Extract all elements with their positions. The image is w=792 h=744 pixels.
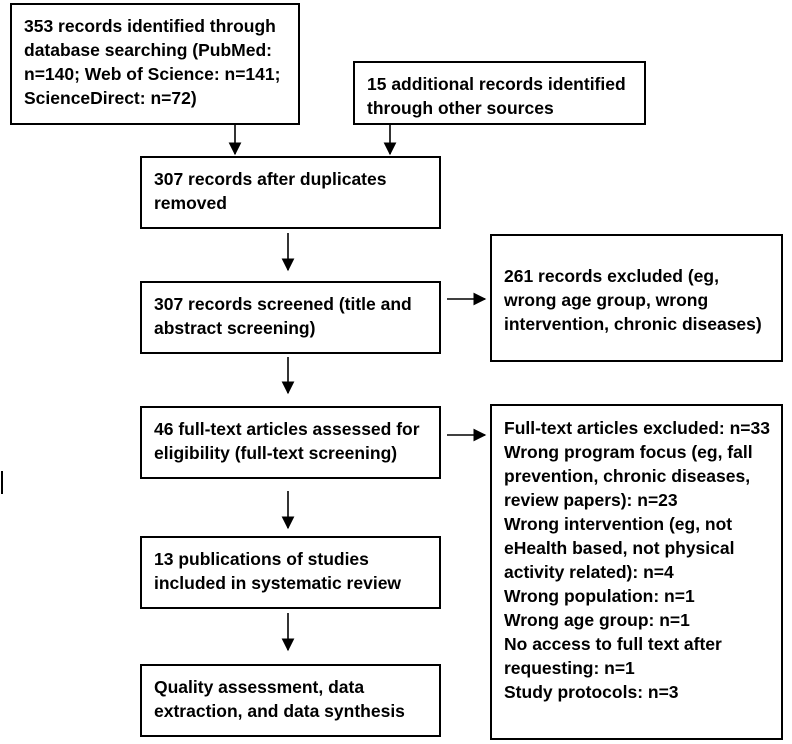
box-full-text-assessed: 46 full-text articles assessed for eligi…: [140, 406, 441, 479]
box-publications-included: 13 publications of studies included in s…: [140, 536, 441, 609]
box-text-line: prevention, chronic diseases,: [504, 466, 751, 486]
box-text-line: intervention, chronic diseases): [504, 314, 762, 334]
box-records-other-sources: 15 additional records identified through…: [353, 61, 646, 125]
box-text-line: wrong age group, wrong: [504, 290, 709, 310]
box-records-identified-database: 353 records identified through database …: [10, 3, 300, 125]
box-text-line: database searching (PubMed:: [24, 40, 272, 60]
box-text-line: 46 full-text articles assessed for: [154, 419, 420, 439]
box-text-line: 13 publications of studies: [154, 549, 369, 569]
box-records-screened: 307 records screened (title and abstract…: [140, 281, 441, 354]
box-text-line: extraction, and data synthesis: [154, 701, 405, 721]
box-text-line: Full-text articles excluded: n=33: [504, 418, 770, 438]
box-text-line: requesting: n=1: [504, 658, 635, 678]
box-after-duplicates: 307 records after duplicates removed: [140, 156, 441, 229]
box-text-line: 353 records identified through: [24, 16, 276, 36]
box-text-line: through other sources: [367, 98, 554, 118]
box-text-line: 307 records after duplicates: [154, 169, 387, 189]
box-text-line: removed: [154, 193, 227, 213]
box-text-line: Wrong program focus (eg, fall: [504, 442, 753, 462]
box-text-line: Wrong age group: n=1: [504, 610, 690, 630]
box-text-line: activity related): n=4: [504, 562, 674, 582]
box-quality-assessment: Quality assessment, data extraction, and…: [140, 664, 441, 737]
box-text-line: 307 records screened (title and: [154, 294, 412, 314]
box-text-line: n=140; Web of Science: n=141;: [24, 64, 281, 84]
box-text-line: No access to full text after: [504, 634, 722, 654]
box-text-line: ScienceDirect: n=72): [24, 88, 197, 108]
box-text-line: eligibility (full-text screening): [154, 443, 398, 463]
box-text-line: included in systematic review: [154, 573, 402, 593]
box-text-line: Study protocols: n=3: [504, 682, 679, 702]
box-text-line: 261 records excluded (eg,: [504, 266, 719, 286]
box-text-line: review papers): n=23: [504, 490, 678, 510]
box-text-line: Wrong population: n=1: [504, 586, 695, 606]
box-text-line: abstract screening): [154, 318, 316, 338]
margin-line-mark: [1, 471, 3, 494]
box-text-line: Quality assessment, data: [154, 677, 365, 697]
box-full-text-excluded: Full-text articles excluded: n=33 Wrong …: [490, 404, 783, 740]
box-text-line: Wrong intervention (eg, not: [504, 514, 733, 534]
box-records-excluded-screening: 261 records excluded (eg, wrong age grou…: [490, 234, 783, 362]
box-text-line: 15 additional records identified: [367, 74, 626, 94]
box-text-line: eHealth based, not physical: [504, 538, 735, 558]
